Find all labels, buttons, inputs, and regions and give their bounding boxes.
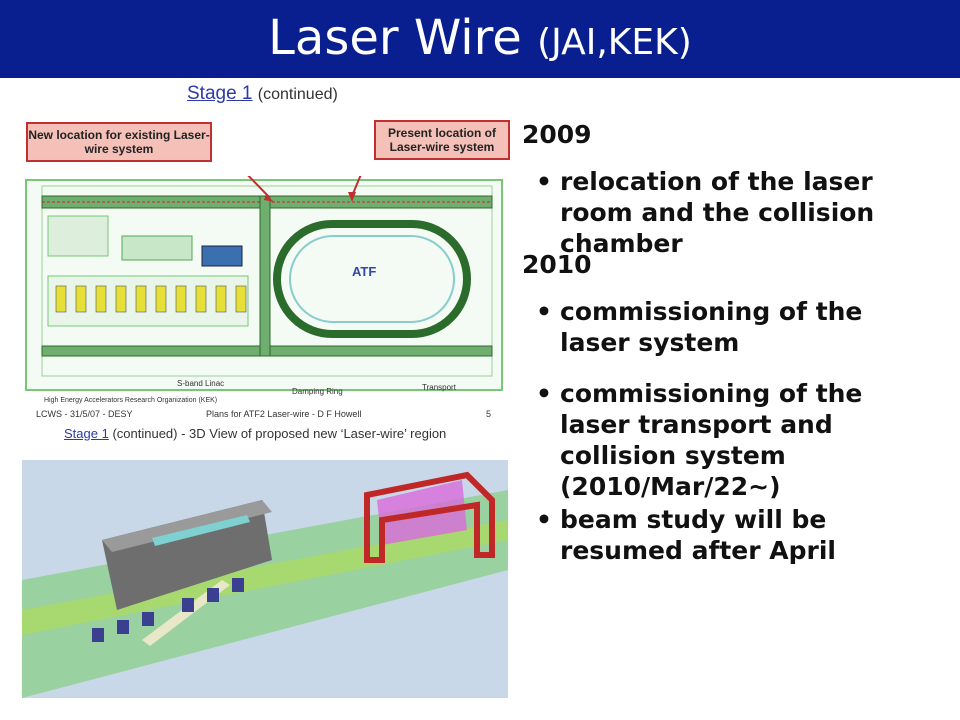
transport-label: Transport [422, 383, 457, 392]
footer-left: LCWS - 31/5/07 - DESY [36, 409, 133, 419]
stage-label: Stage 1 [187, 83, 253, 104]
title-bar [0, 0, 960, 78]
3d-laser-room [102, 500, 272, 610]
stage-suffix: (continued) [257, 86, 338, 103]
slide-title: Laser Wire (JAI,KEK) [0, 8, 960, 73]
callout-new-location: New location for existing Laser-wire sys… [26, 122, 212, 162]
bullet-beam-study-text: beam study will be resumed after April [560, 505, 836, 565]
bullet-dot: • [536, 379, 552, 408]
callout-present-location-text: Present location of Laser-wire system [387, 126, 497, 154]
title-main: Laser Wire [268, 10, 522, 66]
atf-label: ATF [352, 264, 376, 279]
stage-heading: Stage 1 (continued) [187, 83, 338, 105]
stage2-label: Stage 1 [64, 426, 109, 441]
bullet-commission-transport-text: commissioning of the laser transport and… [560, 379, 863, 501]
stage2-caption: Stage 1 (continued) - 3D View of propose… [64, 426, 446, 441]
3d-equipment [92, 578, 244, 642]
year-2010: 2010 [522, 250, 592, 279]
damping-ring [273, 220, 471, 338]
footer-right: 5 [486, 409, 492, 419]
floor-plan-figure: Stage 1 (continued) New location for exi… [22, 78, 512, 441]
footer-mid: Plans for ATF2 Laser-wire - D F Howell [206, 409, 362, 419]
3d-view-figure [22, 460, 508, 698]
arrow-left [247, 176, 271, 199]
year-2009: 2009 [522, 120, 592, 149]
sband-label: S-band Linac [177, 379, 224, 388]
org-label: High Energy Accelerators Research Organi… [44, 397, 217, 404]
linac-klystrons [55, 285, 247, 313]
callout-new-location-text: New location for existing Laser-wire sys… [28, 128, 210, 156]
damping-label: Damping Ring [292, 387, 343, 396]
floor-plan-drawing: ATF S-band Linac Damping Ring Transport … [25, 176, 503, 404]
callout-present-location: Present location of Laser-wire system [374, 120, 510, 160]
bullet-dot: • [536, 167, 552, 196]
title-sub: (JAI,KEK) [537, 22, 692, 63]
bullet-dot: • [536, 297, 552, 326]
arrow-right [351, 176, 362, 197]
bullet-dot: • [536, 505, 552, 534]
bullet-commission-laser-text: commissioning of the laser system [560, 297, 863, 357]
stage2-rest: (continued) - 3D View of proposed new ‘L… [112, 426, 447, 441]
bullet-relocation-text: relocation of the laser room and the col… [560, 167, 875, 258]
3d-red-frame [364, 471, 495, 563]
